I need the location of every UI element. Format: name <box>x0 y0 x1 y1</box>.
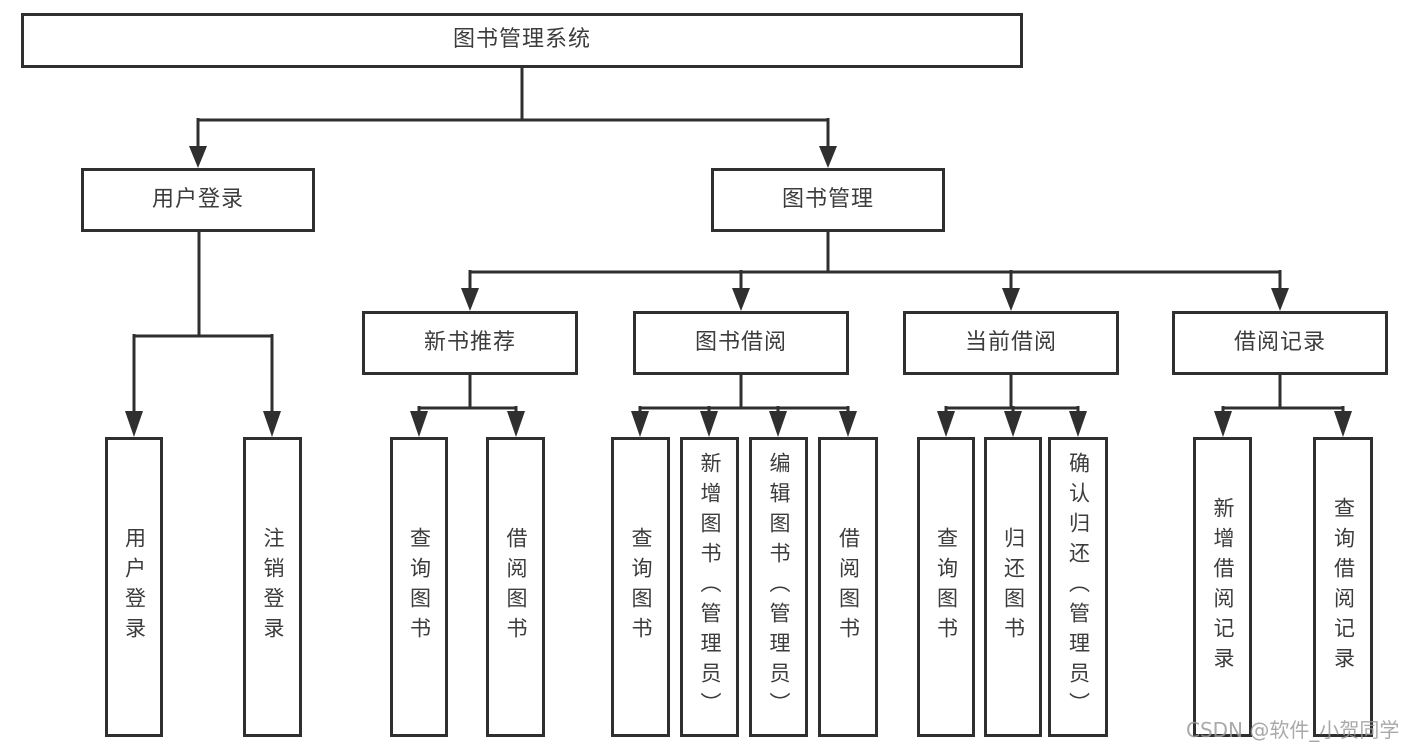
leaf-borrow-edit-books-admin: 编辑图书（管理员） <box>749 437 808 737</box>
csdn-watermark: CSDN @软件_小贺同学 <box>1186 718 1400 742</box>
leaf-user-login: 用户登录 <box>105 437 163 737</box>
node-label: 图书管理系统 <box>452 27 591 53</box>
node-label: 编辑图书（管理员） <box>767 452 791 722</box>
node-label: 查询图书 <box>934 527 959 647</box>
node-label: 注销登录 <box>261 527 285 647</box>
node-label: 用户登录 <box>122 527 147 647</box>
node-label: 查询图书 <box>407 527 432 647</box>
node-label: 新增借阅记录 <box>1211 497 1235 677</box>
leaf-borrow-add-books-admin: 新增图书（管理员） <box>680 437 739 737</box>
leaf-logout: 注销登录 <box>243 437 302 737</box>
node-borrow-records: 借阅记录 <box>1172 311 1388 375</box>
node-new-book-recommend: 新书推荐 <box>362 311 578 375</box>
leaf-records-query-record: 查询借阅记录 <box>1313 437 1373 737</box>
node-current-borrow: 当前借阅 <box>903 311 1119 375</box>
leaf-newbook-query-books: 查询图书 <box>390 437 448 737</box>
node-root-system: 图书管理系统 <box>21 13 1023 68</box>
node-label: 查询借阅记录 <box>1331 497 1356 677</box>
leaf-current-confirm-return-admin: 确认归还（管理员） <box>1048 437 1108 737</box>
leaf-current-return-books: 归还图书 <box>984 437 1042 737</box>
leaf-borrow-query-books: 查询图书 <box>611 437 670 737</box>
node-label: 查询图书 <box>629 527 653 647</box>
leaf-borrow-borrow-books: 借阅图书 <box>818 437 878 737</box>
node-label: 借阅图书 <box>504 527 528 647</box>
leaf-current-query-books: 查询图书 <box>917 437 975 737</box>
node-label: 用户登录 <box>151 186 244 212</box>
node-label: 新书推荐 <box>423 329 516 355</box>
node-label: 确认归还（管理员） <box>1066 452 1091 722</box>
node-label: 当前借阅 <box>964 329 1057 355</box>
node-user-login-group: 用户登录 <box>81 168 315 232</box>
node-label: 图书管理 <box>781 186 874 212</box>
leaf-newbook-borrow-books: 借阅图书 <box>486 437 545 737</box>
leaf-records-add-record: 新增借阅记录 <box>1193 437 1252 737</box>
node-label: 借阅图书 <box>836 527 861 647</box>
node-label: 借阅记录 <box>1233 329 1326 355</box>
node-label: 归还图书 <box>1001 527 1026 647</box>
node-book-management: 图书管理 <box>711 168 945 232</box>
node-label: 图书借阅 <box>694 329 787 355</box>
node-book-borrow: 图书借阅 <box>633 311 849 375</box>
node-label: 新增图书（管理员） <box>698 452 722 722</box>
